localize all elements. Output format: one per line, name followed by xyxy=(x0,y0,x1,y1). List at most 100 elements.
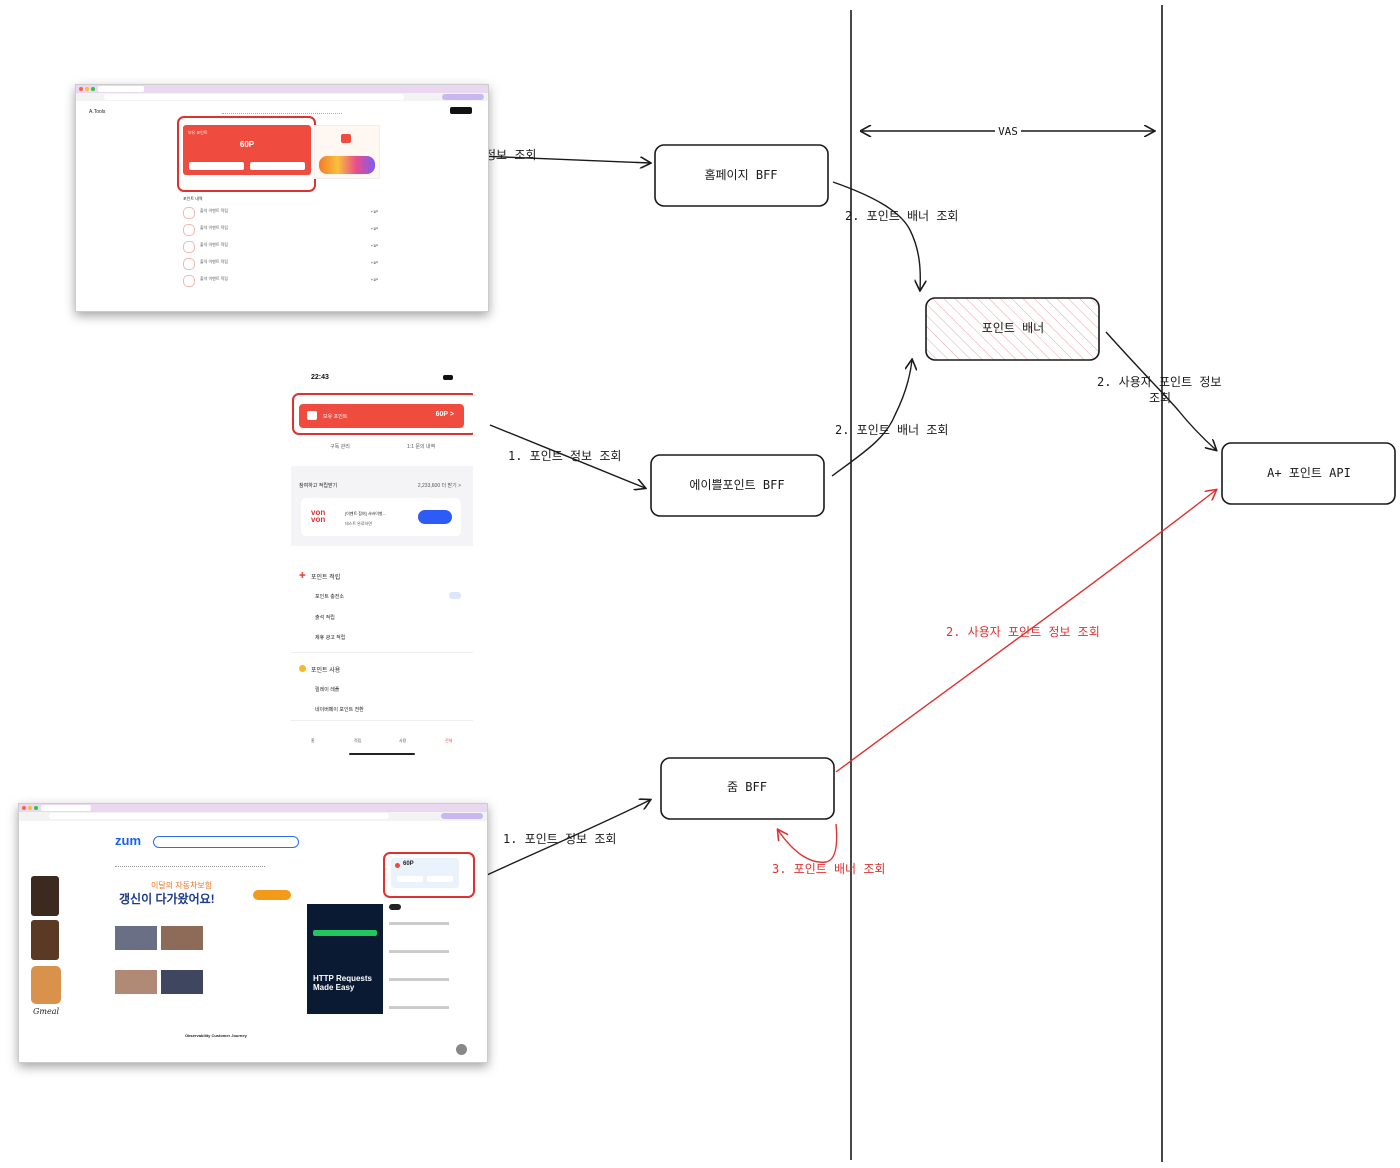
app-earn-item-0[interactable]: 포인트 충전소 xyxy=(315,594,344,600)
browser-titlebar xyxy=(76,85,488,93)
edge-banner-user-lookup-label-1: 2. 사용자 포인트 정보 xyxy=(1097,375,1221,389)
edge-zum-user-lookup-label: 2. 사용자 포인트 정보 조회 xyxy=(946,625,1100,639)
app-use-item-0[interactable]: 릴레이 레플 xyxy=(315,687,340,693)
zum-product-brand: Gmeal xyxy=(33,1007,60,1016)
zum-right-feed xyxy=(387,904,467,1054)
point-banner-label: 포인트 배너 xyxy=(982,321,1044,335)
point-card-value: 60P xyxy=(239,140,255,149)
edge-zum-banner-lookup-label: 3. 포인트 배너 조회 xyxy=(772,862,885,876)
homepage-brand: A.Tools xyxy=(89,109,106,115)
point-card-button-left[interactable] xyxy=(189,162,244,170)
plus-icon: ✚ xyxy=(299,571,306,580)
point-banner-node[interactable]: 포인트 배너 xyxy=(925,297,1100,361)
list-item-amount: +1P xyxy=(370,243,378,248)
edge-zum-point-lookup-label: 1. 포인트 정보 조회 xyxy=(503,832,616,846)
home-indicator xyxy=(349,753,415,755)
nav-home[interactable]: 홈 xyxy=(311,738,315,743)
edge-app-banner-lookup xyxy=(831,360,912,477)
nav-all[interactable]: 전체 xyxy=(445,738,453,743)
app-earn-item-1[interactable]: 출석 적립 xyxy=(315,615,335,621)
zum-point-widget[interactable]: 60P xyxy=(391,858,459,888)
coin-icon xyxy=(299,665,306,672)
list-item: 출석 이벤트 적립 +1P xyxy=(183,239,378,253)
edge-homepage-banner-lookup xyxy=(832,181,920,290)
homepage-bff-node[interactable]: 홈페이지 BFF xyxy=(654,144,829,207)
point-card-label: 보유 포인트 xyxy=(188,130,208,135)
homepage-bff-label: 홈페이지 BFF xyxy=(704,168,777,182)
zum-left-products xyxy=(29,874,63,1014)
app-section-count[interactable]: 2,233,600 더 받기 > xyxy=(417,483,461,489)
edge-zum-user-lookup xyxy=(835,490,1216,773)
list-item: 출석 이벤트 적립 +1P xyxy=(183,256,378,270)
app-status-time: 22:43 xyxy=(311,374,329,381)
zum-http-text: HTTP Requests Made Easy xyxy=(313,974,372,992)
battery-icon xyxy=(443,375,453,380)
zum-logo[interactable]: zum xyxy=(115,833,141,848)
app-earn-title: 포인트 적립 xyxy=(311,575,341,581)
homepage-nav xyxy=(222,109,342,114)
zum-ad-line1: 이달의 자동차보험 xyxy=(151,881,213,890)
homepage-banner-image xyxy=(314,125,380,179)
homepage-login-button[interactable] xyxy=(450,107,472,114)
edge-app-point-lookup-label: 1. 포인트 정보 조회 xyxy=(508,449,621,463)
app-divider xyxy=(291,652,473,653)
zum-bff-node[interactable]: 줌 BFF xyxy=(660,757,835,820)
aplus-api-node[interactable]: A+ 포인트 API xyxy=(1221,442,1396,505)
list-item-title: 출석 이벤트 적립 xyxy=(200,208,228,213)
app-tab-subscription[interactable]: 구독 관리 xyxy=(330,444,350,450)
zum-point-icon xyxy=(395,863,400,868)
zum-screenshot: zum Gmeal 이달의 자동차보험 갱신이 다가왔어요! Observabi… xyxy=(18,803,488,1063)
vas-label: VAS xyxy=(998,125,1018,138)
homepage-screenshot: A.Tools 보유 포인트 60P 포인트 내역 출석 이벤트 적립 +1P … xyxy=(75,84,489,312)
nav-use[interactable]: 사용 xyxy=(399,738,407,743)
zum-scroll-top-button[interactable] xyxy=(456,1044,467,1055)
edge-banner-user-lookup-label-2: 조회 xyxy=(1149,391,1171,405)
zum-highlight xyxy=(383,852,475,898)
zum-ad-banner[interactable]: 이달의 자동차보험 갱신이 다가왔어요! xyxy=(115,876,295,908)
zum-point-value: 60P xyxy=(403,861,414,867)
homepage-highlight xyxy=(177,116,316,192)
zum-news-grid xyxy=(115,922,295,1022)
zum-observability-ad[interactable]: Observability Customer Journey xyxy=(185,1033,247,1038)
list-item: 출석 이벤트 적립 +1P xyxy=(183,273,378,287)
app-point-icon xyxy=(307,411,317,420)
apoint-bff-node[interactable]: 에이쁠포인트 BFF xyxy=(650,454,825,517)
edge-banner-user-lookup xyxy=(1105,331,1216,450)
app-point-card[interactable]: 보유 포인트 60P > xyxy=(299,404,464,428)
edge-app-banner-lookup-label: 2. 포인트 배너 조회 xyxy=(835,423,948,437)
app-screenshot: 22:43 보유 포인트 60P > 구독 관리 1:1 문의 내역 참여하고 … xyxy=(291,368,473,760)
app-event-button[interactable] xyxy=(418,510,452,524)
list-item-amount: +1P xyxy=(370,226,378,231)
app-section-title: 참여하고 적립받기 xyxy=(299,483,338,489)
zum-ad-line2: 갱신이 다가왔어요! xyxy=(119,892,215,906)
zum-dark-panel: HTTP Requests Made Easy xyxy=(307,904,383,1014)
list-item-title: 출석 이벤트 적립 xyxy=(200,225,228,230)
point-card-button-right[interactable] xyxy=(250,162,305,170)
zum-menu-bar xyxy=(115,862,265,867)
app-point-label: 보유 포인트 xyxy=(323,414,348,420)
app-event-title: [이벤트 참여] 서바이벌... xyxy=(345,511,386,516)
list-item: 출석 이벤트 적립 +1P xyxy=(183,222,378,236)
app-event-sub: 테스트 완료하면 xyxy=(345,521,372,526)
app-use-title: 포인트 사용 xyxy=(311,668,341,674)
homepage-point-card[interactable]: 보유 포인트 60P xyxy=(183,125,311,175)
edge-zum-point-lookup xyxy=(475,800,650,881)
list-item-amount: +1P xyxy=(370,277,378,282)
list-item-amount: +1P xyxy=(370,260,378,265)
app-use-item-1[interactable]: 네이버페이 포인트 전환 xyxy=(315,707,364,713)
app-tab-inquiry[interactable]: 1:1 문의 내역 xyxy=(407,444,436,450)
zum-browser-titlebar xyxy=(19,804,487,812)
list-item-amount: +1P xyxy=(370,209,378,214)
zum-browser-addressbar xyxy=(19,812,487,821)
app-earn-item-2[interactable]: 제휴 광고 적립 xyxy=(315,635,346,641)
edge-app-point-lookup xyxy=(489,424,645,488)
edge-homepage-banner-lookup-label: 2. 포인트 배너 조회 xyxy=(845,209,958,223)
nav-earn[interactable]: 적립 xyxy=(354,738,362,743)
app-highlight xyxy=(292,393,473,435)
zum-search-input[interactable] xyxy=(153,836,299,848)
aplus-api-label: A+ 포인트 API xyxy=(1267,466,1351,480)
new-badge xyxy=(449,592,461,599)
